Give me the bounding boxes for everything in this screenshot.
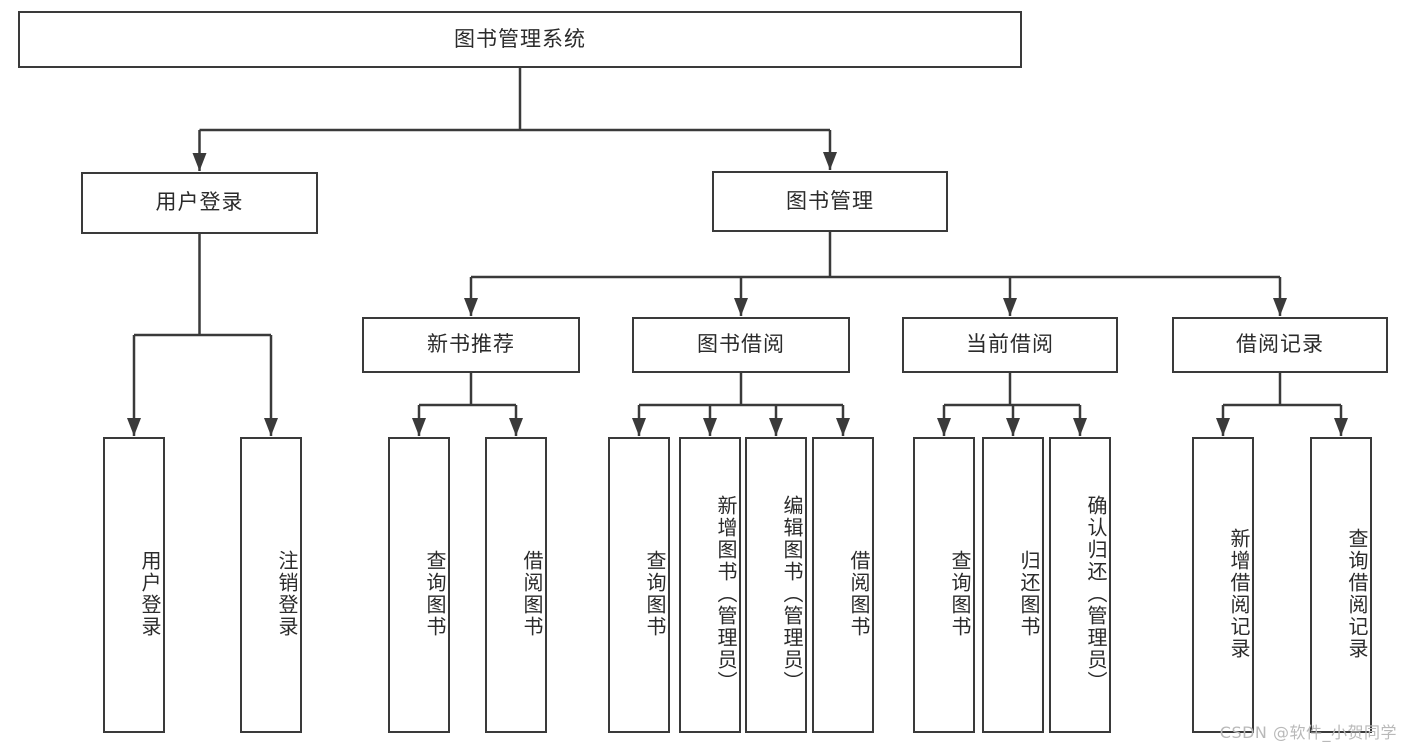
node-label: 用户登录 <box>138 550 162 638</box>
node-leaf-logout[interactable]: 注销登录 <box>240 437 302 733</box>
node-label: 借阅图书 <box>520 550 544 638</box>
node-leaf-query-book-2[interactable]: 查询图书 <box>608 437 670 733</box>
node-label: 图书借阅 <box>697 332 785 357</box>
node-new-book-rec[interactable]: 新书推荐 <box>362 317 580 373</box>
node-label: 新增借阅记录 <box>1227 528 1251 660</box>
node-leaf-user-login[interactable]: 用户登录 <box>103 437 165 733</box>
node-label: 当前借阅 <box>966 332 1054 357</box>
node-label: 借阅图书 <box>847 550 871 638</box>
node-root[interactable]: 图书管理系统 <box>18 11 1022 68</box>
node-leaf-query-record[interactable]: 查询借阅记录 <box>1310 437 1372 733</box>
node-borrow-record[interactable]: 借阅记录 <box>1172 317 1388 373</box>
node-leaf-add-book[interactable]: 新增图书（管理员） <box>679 437 741 733</box>
node-label: 图书管理 <box>786 188 874 213</box>
node-label: 查询图书 <box>948 550 972 638</box>
node-label: 注销登录 <box>275 550 299 638</box>
node-label: 归还图书 <box>1017 550 1041 638</box>
node-leaf-borrow-book-1[interactable]: 借阅图书 <box>485 437 547 733</box>
node-label: 新书推荐 <box>427 332 515 357</box>
node-label: 确认归还（管理员） <box>1084 495 1108 693</box>
node-label: 图书管理系统 <box>454 26 586 51</box>
node-label: 查询图书 <box>643 550 667 638</box>
node-leaf-add-record[interactable]: 新增借阅记录 <box>1192 437 1254 733</box>
node-leaf-edit-book[interactable]: 编辑图书（管理员） <box>745 437 807 733</box>
node-book-manage[interactable]: 图书管理 <box>712 171 948 232</box>
node-leaf-query-book-3[interactable]: 查询图书 <box>913 437 975 733</box>
node-label: 借阅记录 <box>1236 332 1324 357</box>
node-user-login[interactable]: 用户登录 <box>81 172 318 234</box>
node-leaf-return-book[interactable]: 归还图书 <box>982 437 1044 733</box>
node-label: 查询借阅记录 <box>1345 528 1369 660</box>
node-leaf-borrow-book-2[interactable]: 借阅图书 <box>812 437 874 733</box>
node-current-borrow[interactable]: 当前借阅 <box>902 317 1118 373</box>
node-leaf-query-book-1[interactable]: 查询图书 <box>388 437 450 733</box>
node-label: 查询图书 <box>423 550 447 638</box>
node-leaf-confirm-return[interactable]: 确认归还（管理员） <box>1049 437 1111 733</box>
watermark: CSDN @软件_小贺同学 <box>1219 723 1397 742</box>
node-book-borrow[interactable]: 图书借阅 <box>632 317 850 373</box>
node-label: 新增图书（管理员） <box>714 495 738 693</box>
node-label: 编辑图书（管理员） <box>780 495 804 693</box>
node-label: 用户登录 <box>155 190 244 215</box>
